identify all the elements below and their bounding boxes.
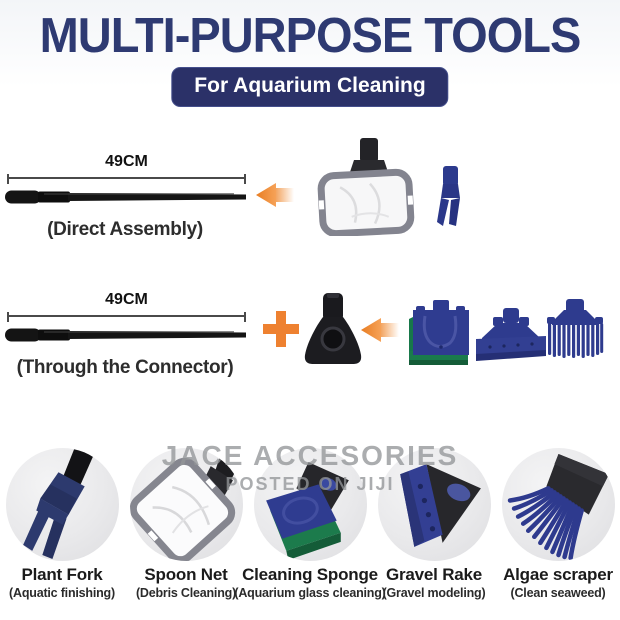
tool-name: Cleaning Sponge: [242, 565, 378, 584]
spoon-net-photo: [129, 448, 243, 561]
tool-gallery: Plant Fork (Aquatic finishing): [0, 448, 620, 600]
pole-length-label: 49CM: [105, 291, 148, 308]
row2-caption: (Through the Connector): [16, 357, 234, 378]
spoon-net-image: [317, 138, 415, 236]
arrow-left-icon: [361, 318, 399, 342]
tool-desc: (Aquatic finishing): [9, 586, 115, 600]
cleaning-sponge-head-image: [409, 300, 469, 365]
page-title: MULTI-PURPOSE TOOLS: [39, 6, 582, 63]
tool-card-plant-fork: Plant Fork (Aquatic finishing): [0, 448, 124, 600]
tool-desc: (Gravel modeling): [382, 586, 486, 600]
subtitle-badge: For Aquarium Cleaning: [171, 67, 449, 107]
telescopic-pole-image: [5, 190, 246, 204]
measurement-line: [7, 174, 246, 184]
gravel-rake-head-image: [476, 308, 546, 361]
gravel-rake-photo: [377, 448, 491, 561]
row1-caption: (Direct Assembly): [47, 219, 203, 240]
tool-card-cleaning-sponge: Cleaning Sponge (Aquarium glass cleaning…: [234, 448, 386, 600]
pole-length-label: 49CM: [105, 153, 148, 170]
algae-scraper-head-image: [547, 299, 604, 358]
tool-desc: (Debris Cleaning): [135, 586, 237, 600]
tool-card-algae-scraper: Algae scraper (Clean seaweed): [496, 448, 620, 600]
cleaning-sponge-photo: [253, 448, 367, 561]
plus-icon: [263, 311, 299, 347]
arrow-left-icon: [256, 183, 294, 207]
tool-name: Gravel Rake: [385, 565, 483, 584]
connector-head-image: [304, 293, 362, 364]
measurement-line: [7, 312, 246, 322]
plant-fork-image: [437, 166, 460, 226]
telescopic-pole-image: [5, 328, 246, 342]
tool-desc: (Aquarium glass cleaning): [234, 586, 386, 600]
algae-scraper-photo: [501, 448, 615, 561]
tool-desc: (Clean seaweed): [510, 586, 606, 600]
tool-name: Plant Fork: [21, 565, 103, 584]
tool-card-gravel-rake: Gravel Rake (Gravel modeling): [372, 448, 496, 600]
tool-name: Spoon Net: [144, 565, 228, 584]
plant-fork-photo: [5, 448, 119, 561]
tool-card-spoon-net: Spoon Net (Debris Cleaning): [124, 448, 248, 600]
tool-name: Algae scraper: [503, 565, 613, 584]
